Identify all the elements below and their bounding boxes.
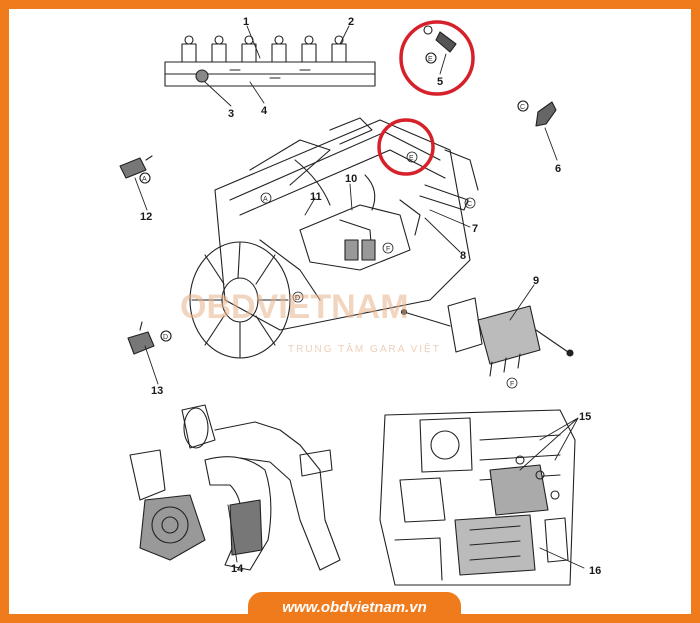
reference-circles [139,52,529,389]
fuel-rail [164,35,376,87]
leader-lines [134,25,585,569]
callout-4: 4 [261,105,268,117]
watermark-tagline: TRUNG TÂM GARA VIỆT [288,342,441,355]
footer-url[interactable]: www.obdvietnam.vn [282,599,427,616]
letter-f-engine: F [386,246,390,253]
watermark-brand: OBDVIETNAM [180,288,409,326]
engine-rear-view [379,409,576,586]
callout-1: 1 [243,16,249,28]
callout-2: 2 [348,16,354,28]
callout-8: 8 [460,250,466,262]
callout-13: 13 [151,385,163,397]
letter-d-left: D [163,334,168,341]
callout-15: 15 [579,411,591,423]
letter-a-engine: A [263,196,268,203]
module-9 [400,297,574,377]
callout-9: 9 [533,275,539,287]
callout-16: 16 [589,565,601,577]
letter-f-module: F [510,381,514,388]
callout-11: 11 [310,191,322,203]
letter-d-engine: D [295,295,300,302]
footer-banner: www.obdvietnam.vn [248,592,461,623]
callout-5: 5 [437,76,443,88]
highlight-circle-5 [399,20,475,96]
sensor-12 [119,155,153,184]
callout-12: 12 [140,211,152,223]
letter-e-top: E [428,56,433,63]
letter-e-engine: E [409,155,414,162]
callout-3: 3 [228,108,234,120]
callout-10: 10 [345,173,357,185]
callout-6: 6 [555,163,561,175]
highlight-circle-e [377,118,435,176]
callout-14: 14 [231,563,244,575]
callout-7: 7 [472,223,478,235]
cooling-fan [189,241,291,359]
letter-a-left: A [142,176,147,183]
letter-c-top: C [520,104,525,111]
letter-c-engine: C [467,201,472,208]
turbo-assembly [129,404,341,571]
